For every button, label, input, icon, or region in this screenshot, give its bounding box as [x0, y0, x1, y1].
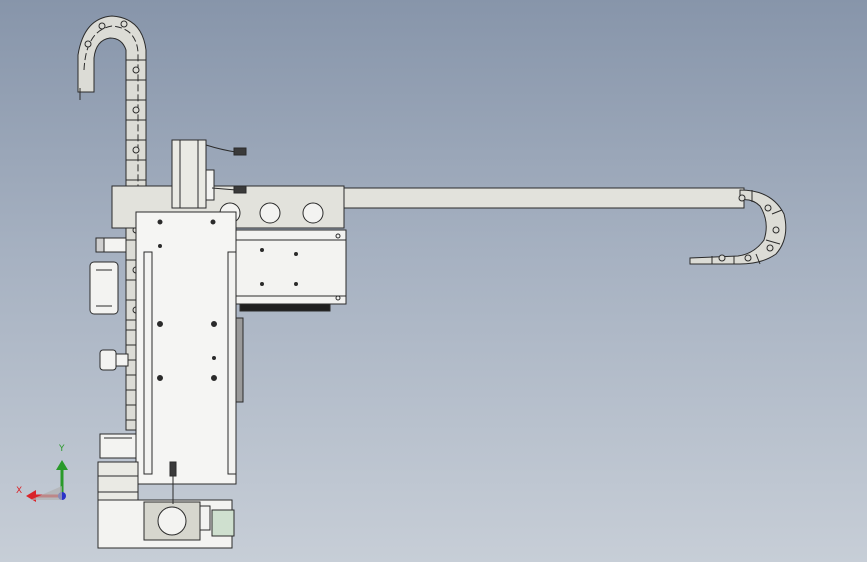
- vertical-z-column: [135, 211, 244, 485]
- lightening-hole: [302, 202, 324, 224]
- carriage-plate: [235, 229, 347, 312]
- y-axis-label: Y: [59, 444, 65, 454]
- junction-box: [89, 261, 119, 315]
- lightening-hole: [259, 202, 281, 224]
- base-gearbox: [97, 461, 235, 549]
- servo-motor-top: [171, 139, 247, 209]
- cable-drag-chain-horizontal: [689, 189, 787, 265]
- limit-sensor-block: [95, 237, 127, 253]
- x-axis-label: X: [16, 486, 23, 496]
- adjustment-knob: [99, 349, 129, 371]
- cylinder-block: [99, 433, 137, 459]
- coordinate-triad: [26, 460, 68, 502]
